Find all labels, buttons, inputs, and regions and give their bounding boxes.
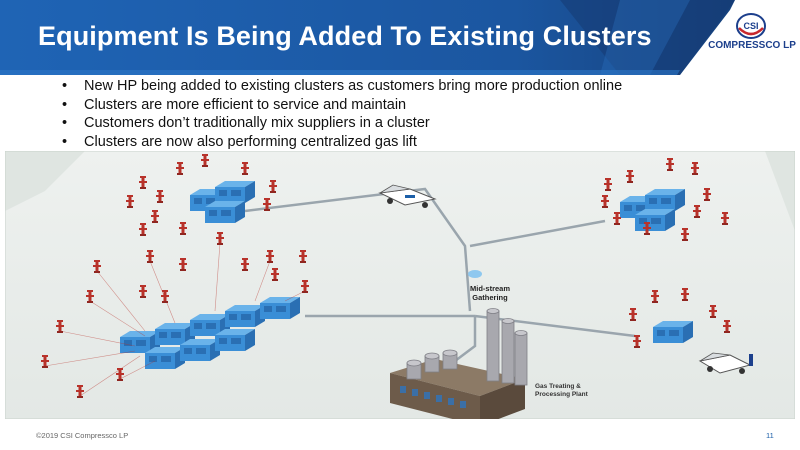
page-number: 11 xyxy=(766,431,774,440)
title-banner: Equipment Is Being Added To Existing Clu… xyxy=(0,0,800,75)
copyright-footer: ©2019 CSI Compressco LP xyxy=(36,431,129,440)
logo-company-name: COMPRESSCO LP xyxy=(708,40,796,51)
compressor-cluster-small xyxy=(653,321,693,343)
bullet-dot: • xyxy=(62,78,68,94)
bullet-dot: • xyxy=(62,133,68,150)
terrain-ridge xyxy=(5,151,85,211)
plant-label-line1: Gas Treating & xyxy=(535,383,581,390)
bullet-item: • Clusters are more efficient to service … xyxy=(62,96,622,115)
banner-background xyxy=(0,0,800,75)
bullet-dot: • xyxy=(62,96,68,113)
terrain-ridge xyxy=(765,151,795,231)
bullet-list: • New HP being added to existing clusters… xyxy=(62,77,622,151)
service-truck-right xyxy=(698,352,753,374)
bullet-text: Clusters are now also performing central… xyxy=(84,133,417,150)
gas-processing-plant xyxy=(390,308,528,419)
bullet-item: • Clusters are now also performing centra… xyxy=(62,133,622,152)
bullet-text: New HP being added to existing clusters … xyxy=(84,78,623,94)
bullet-item: • New HP being added to existing clusters… xyxy=(62,77,622,96)
plant-label-line2: Processing Plant xyxy=(535,391,589,398)
company-logo: CSI xyxy=(706,10,796,60)
bullet-text: Clusters are more efficient to service a… xyxy=(84,96,407,113)
pipeline-network xyxy=(244,187,636,362)
bullet-item: • Customers don’t traditionally mix suppl… xyxy=(62,114,622,133)
flowlines-large-cluster xyxy=(44,242,306,397)
midstream-label-line1: Mid-stream xyxy=(470,284,510,293)
page-title: Equipment Is Being Added To Existing Clu… xyxy=(38,21,652,51)
midstream-label-line2: Gathering xyxy=(472,293,508,302)
cluster-illustration: Mid-stream Gathering xyxy=(5,151,795,419)
bullet-dot: • xyxy=(62,115,68,131)
midstream-node xyxy=(468,270,482,278)
service-truck-top xyxy=(378,184,437,208)
logo-mark: CSI xyxy=(743,21,758,31)
bullet-text: Customers don’t traditionally mix suppli… xyxy=(84,115,430,131)
